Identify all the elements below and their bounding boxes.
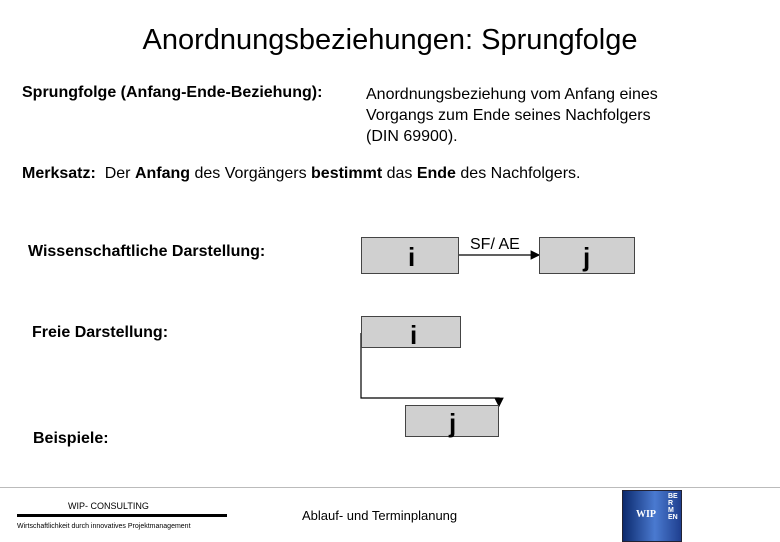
label-examples: Beispiele: <box>33 430 109 447</box>
merksatz-part: das <box>382 165 417 182</box>
footer-tagline: Wirtschaftlichkeit durch innovatives Pro… <box>17 523 191 530</box>
node-label: i <box>408 242 416 272</box>
node-j-free: j <box>405 405 499 438</box>
merksatz-part-bold: Ende <box>416 165 456 182</box>
node-j-scientific: j <box>539 237 635 274</box>
definition-term: Sprungfolge (Anfang-Ende-Beziehung): <box>22 84 323 101</box>
merksatz-part: des Nachfolgers. <box>455 165 581 182</box>
definition-line: Vorgangs zum Ende seines Nachfolgers <box>366 107 651 124</box>
footer-underline <box>17 514 227 517</box>
footer-company: WIP- CONSULTING <box>68 501 149 511</box>
logo-text: WIP <box>636 509 656 520</box>
slide-title: Anordnungsbeziehungen: Sprungfolge <box>142 24 638 56</box>
node-label: j <box>583 242 591 272</box>
footer-divider <box>0 487 780 488</box>
merksatz-part-bold: bestimmt <box>311 165 383 182</box>
node-label: i <box>410 320 418 350</box>
label-free: Freie Darstellung: <box>32 324 169 341</box>
node-i-scientific: i <box>361 237 459 274</box>
logo-side-text: BERMEN <box>668 493 678 521</box>
merksatz-prefix: Merksatz: <box>22 165 96 182</box>
merksatz-part: Der <box>104 165 135 182</box>
definition-line: Anordnungsbeziehung vom Anfang eines <box>366 86 658 103</box>
merksatz-part-bold: Anfang <box>134 165 191 182</box>
definition-text: Anordnungsbeziehung vom Anfang eines Vor… <box>366 84 658 147</box>
free-arrow <box>360 333 504 408</box>
footer-topic: Ablauf- und Terminplanung <box>302 508 458 523</box>
node-label: j <box>449 408 457 438</box>
merksatz: Merksatz: Der Anfang des Vorgängers best… <box>22 165 580 183</box>
definition-line: (DIN 69900). <box>366 128 458 145</box>
relation-label: SF/ AE <box>470 236 520 253</box>
logo: WIP BERMEN <box>622 490 682 542</box>
label-scientific: Wissenschaftliche Darstellung: <box>28 243 266 260</box>
merksatz-part: des Vorgängers <box>190 165 312 182</box>
node-i-free: i <box>361 316 461 350</box>
